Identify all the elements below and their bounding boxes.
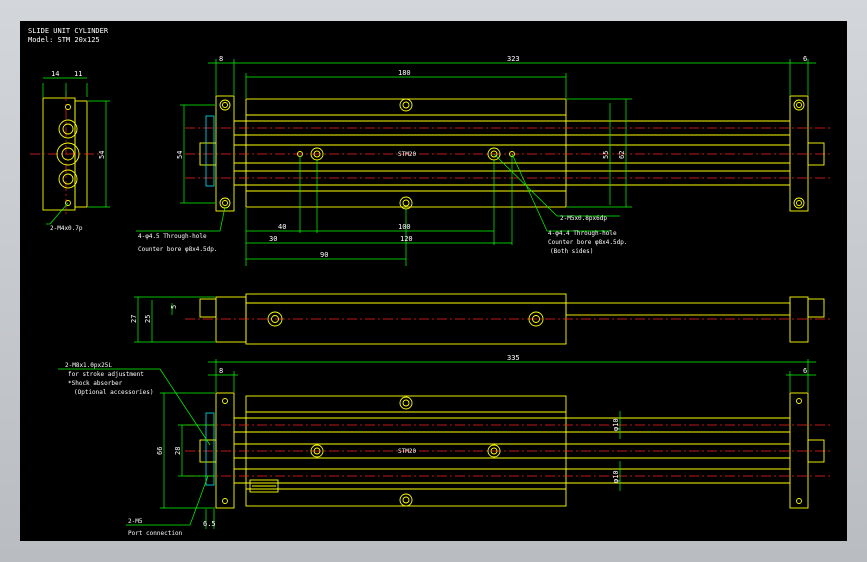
dim-8-bot: 8	[219, 367, 223, 375]
dim-120: 120	[400, 235, 413, 243]
dim-27: 27	[130, 315, 138, 323]
cad-drawing: SLIDE UNIT CYLINDER Model: STM 20x125 14…	[28, 27, 830, 537]
dim-30: 30	[269, 235, 277, 243]
note-m8d: (Optional accessories)	[74, 389, 153, 396]
end-view: 14 11 54 2-M4x0.7p	[30, 70, 110, 232]
dim-14: 14	[51, 70, 59, 78]
dim-335: 335	[507, 354, 520, 362]
dim-5: 5	[170, 305, 178, 309]
dim-25: 25	[144, 315, 152, 323]
dim-8-top: 8	[219, 55, 223, 63]
dim-6-top: 6	[803, 55, 807, 63]
front-view: 27 25 5	[130, 293, 830, 345]
dim-phi10-b: φ10	[612, 470, 620, 483]
dim-180: 180	[398, 69, 411, 77]
note-thru-2b: Counter bore φ8x4.5dp.	[548, 239, 627, 246]
top-view: STM20 8 323 6 180 54 55 62 40 100 30 120	[136, 55, 830, 266]
note-thru-1b: Counter bore φ8x4.5dp.	[138, 246, 217, 253]
dim-54-side: 54	[98, 151, 106, 159]
note-m4: 2-M4x0.7p	[50, 225, 83, 232]
dim-55: 55	[602, 151, 610, 159]
note-m8: 2-M8x1.0px25L	[65, 362, 112, 369]
model-label-bottom: STM20	[398, 448, 416, 455]
note-m5b: Port connection	[128, 530, 183, 537]
drawing-model: Model: STM 20x125	[28, 36, 100, 44]
dim-6-5: 6.5	[203, 520, 216, 528]
note-m8c: *Shock absorber	[68, 380, 123, 387]
note-m5: 2-M5	[128, 518, 143, 525]
note-m5-dp: 2-M5x0.8px6dp	[560, 215, 607, 222]
dim-90: 90	[320, 251, 328, 259]
model-label-top: STM20	[398, 151, 416, 158]
dim-phi10-a: φ10	[612, 418, 620, 431]
dim-323: 323	[507, 55, 520, 63]
dim-66: 66	[156, 447, 164, 455]
dim-28: 28	[174, 447, 182, 455]
note-thru-1: 4-φ4.5 Through-hole	[138, 233, 207, 240]
dim-54-left: 54	[176, 151, 184, 159]
dim-11: 11	[74, 70, 82, 78]
dim-62: 62	[618, 151, 626, 159]
dim-100: 100	[398, 223, 411, 231]
note-m8b: for stroke adjustment	[68, 371, 144, 378]
note-thru-2: 4-φ4.4 Through-hole	[548, 230, 617, 237]
dim-40: 40	[278, 223, 286, 231]
drawing-title: SLIDE UNIT CYLINDER	[28, 27, 109, 35]
note-thru-2c: (Both sides)	[550, 248, 593, 255]
cad-drawing-canvas[interactable]: SLIDE UNIT CYLINDER Model: STM 20x125 14…	[20, 21, 847, 541]
dim-6-bot: 6	[803, 367, 807, 375]
bottom-view: STM20 335 8 6 66 28 6.5 φ10 φ10 2-M8x1.0…	[58, 354, 830, 537]
